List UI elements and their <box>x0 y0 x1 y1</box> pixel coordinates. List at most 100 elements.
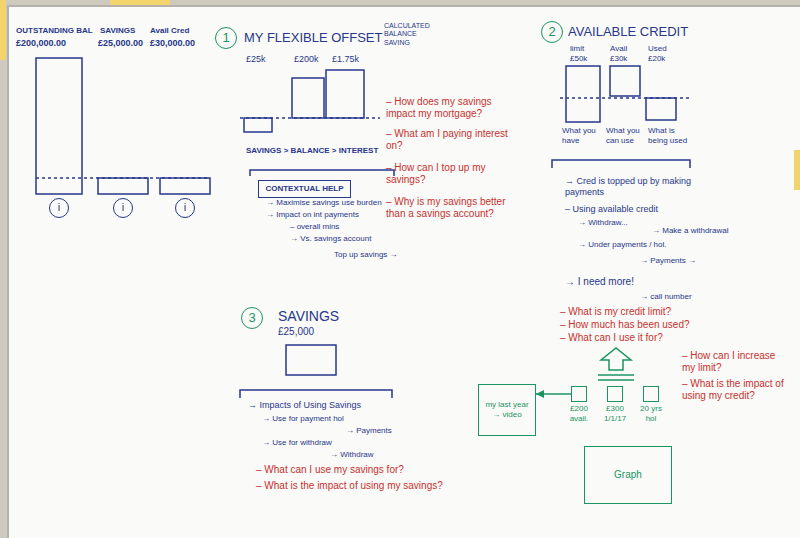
underline <box>598 374 634 376</box>
node-text: → video <box>492 410 521 420</box>
bar <box>326 70 364 118</box>
up-arrow <box>598 348 634 380</box>
note-text: SAVINGS > BALANCE > INTEREST <box>246 146 378 156</box>
bar-sketches <box>36 58 690 398</box>
note-text: → Vs. savings account <box>290 234 371 244</box>
note-text: – What is the impact of using my savings… <box>256 480 446 492</box>
note-text: SAVINGS <box>278 308 339 325</box>
circled-marker: 2 <box>541 21 563 43</box>
sticky-note <box>794 150 800 190</box>
note-text: £50k <box>570 54 587 64</box>
note-text: – How much has been used? <box>560 319 690 331</box>
bracket <box>250 170 394 176</box>
note-text: → Use for payment hol <box>262 414 344 424</box>
bar <box>36 58 82 194</box>
note-text: £20k <box>648 54 665 64</box>
node-text: 1 <box>222 30 229 46</box>
bar <box>646 98 676 120</box>
sketch-box: CONTEXTUAL HELP <box>258 180 351 198</box>
thumbnail-square: 20 yrs hol <box>634 386 668 423</box>
node-text: i <box>184 201 186 214</box>
node-text: i <box>122 201 124 214</box>
circled-marker: i <box>113 198 133 218</box>
note-text: What is being used <box>648 126 692 145</box>
note-text: What you have <box>562 126 602 145</box>
bar <box>610 66 640 96</box>
note-text: MY FLEXIBLE OFFSET <box>244 30 382 46</box>
note-text: Top up savings → <box>334 250 398 260</box>
note-text: £200k <box>294 54 319 65</box>
note-text: – Using available credit <box>565 204 658 215</box>
bar <box>292 78 324 118</box>
note-text: → Withdraw <box>330 450 374 460</box>
sketch-box: Graph <box>584 446 672 504</box>
note-text: Avail Cred <box>150 26 189 36</box>
note-text: – What can I use my savings for? <box>256 464 404 476</box>
circled-marker: i <box>49 198 69 218</box>
sticky-note <box>110 0 170 5</box>
node-text: 20 yrs hol <box>634 404 668 423</box>
note-text: What you can use <box>606 126 646 145</box>
note-text: AVAILABLE CREDIT <box>568 24 688 40</box>
note-text: → Use for withdraw <box>262 438 332 448</box>
node-text: £300 1/1/17 <box>598 404 632 423</box>
note-text: SAVINGS <box>100 26 135 36</box>
sketch-box: my last year→ video <box>478 384 536 436</box>
node-text: 2 <box>548 24 555 40</box>
note-text: £30,000.00 <box>150 38 195 49</box>
bar <box>160 178 210 194</box>
note-text: £25,000 <box>278 326 314 338</box>
note-text: → Payments <box>346 426 392 436</box>
dashed-line <box>36 177 210 179</box>
note-text: → Under payments / hol. <box>578 240 666 250</box>
note-text: CALCULATED BALANCE SAVING <box>384 22 442 47</box>
note-text: – What is the impact of using my credit? <box>682 378 790 402</box>
node-text: i <box>58 201 60 214</box>
note-text: → Cred is topped up by making payments <box>565 176 715 198</box>
note-text: → I need more! <box>565 276 634 288</box>
square-shape <box>571 386 587 402</box>
note-text: £200,000.00 <box>16 38 66 49</box>
note-text: → Make a withdrawal <box>652 226 728 236</box>
bracket <box>552 160 690 168</box>
note-text: – How can I top up my savings? <box>386 162 522 186</box>
dashed-line <box>240 117 380 119</box>
connector-arrow <box>536 393 571 395</box>
node-text: 3 <box>248 310 255 326</box>
note-text: OUTSTANDING BAL <box>16 26 93 36</box>
note-text: £25,000.00 <box>98 38 143 49</box>
underline <box>598 379 634 381</box>
note-text: £30k <box>610 54 627 64</box>
note-text: – What can I use it for? <box>560 332 663 344</box>
note-text: £1.75k <box>332 54 359 65</box>
note-text: → Impacts of Using Savings <box>248 400 361 411</box>
node-text: Graph <box>614 469 642 481</box>
note-text: → Maximise savings use burden <box>266 198 382 208</box>
note-text: – overall mins <box>290 222 339 232</box>
square-shape <box>643 386 659 402</box>
board-surface <box>8 6 800 538</box>
note-text: Avail <box>610 44 627 54</box>
arrow-shape <box>601 348 631 370</box>
note-text: limit <box>570 44 584 54</box>
note-text: – How does my savings impact my mortgage… <box>386 96 522 120</box>
note-text: £25k <box>246 54 266 65</box>
bracket <box>240 390 392 398</box>
bar <box>286 345 336 375</box>
dashed-line <box>560 97 690 99</box>
note-text: Used <box>648 44 667 54</box>
sticky-note <box>0 0 6 60</box>
note-text: – How can I increase my limit? <box>682 350 790 374</box>
thumbnail-square: £300 1/1/17 <box>598 386 632 423</box>
bar <box>98 178 148 194</box>
square-shape <box>607 386 623 402</box>
circled-marker: 1 <box>215 27 237 49</box>
bar <box>566 66 600 122</box>
circled-marker: i <box>175 198 195 218</box>
note-text: → call number <box>640 292 692 302</box>
node-text: £200 avail. <box>562 404 596 423</box>
note-text: → Withdraw... <box>578 218 628 228</box>
thumbnail-square: £200 avail. <box>562 386 596 423</box>
